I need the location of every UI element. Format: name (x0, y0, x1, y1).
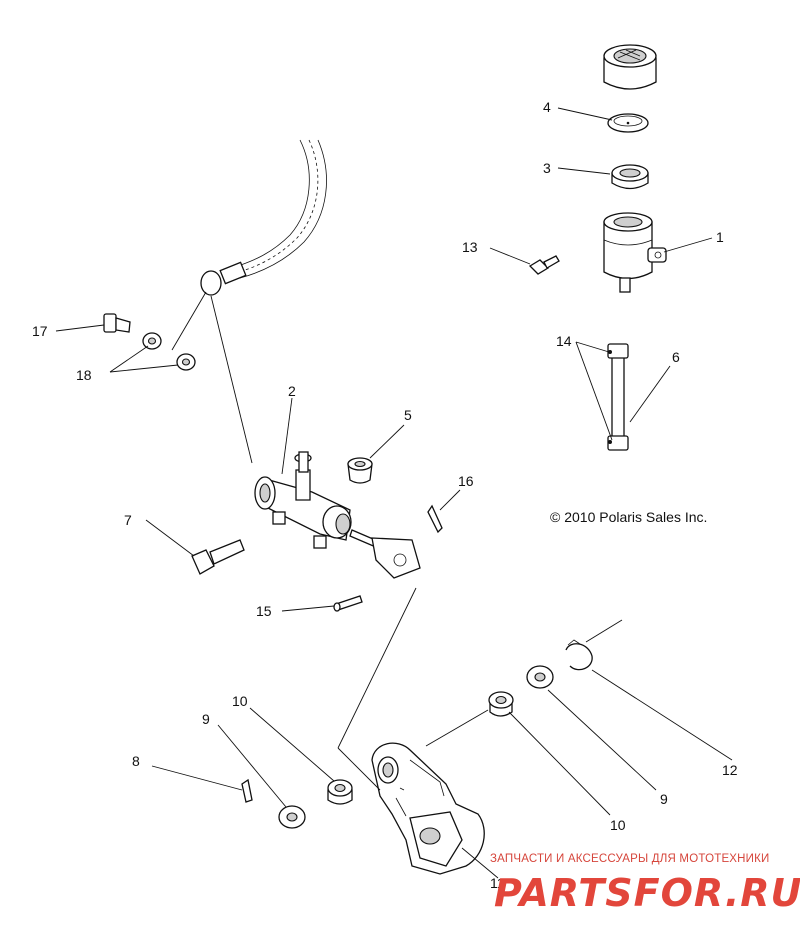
snap-ring-part-12 (565, 639, 593, 671)
watermark: ЗАПЧАСТИ И АКСЕССУАРЫ ДЛЯ МОТОТЕХНИКИ PA… (490, 853, 800, 915)
callout-4: 4 (543, 99, 551, 115)
callout-12: 12 (722, 762, 738, 778)
callout-9-right: 9 (660, 791, 668, 807)
brake-hose (200, 139, 327, 296)
callout-13: 13 (462, 239, 478, 255)
callout-10-left: 10 (232, 693, 248, 709)
pin-part-15 (333, 595, 363, 612)
callout-10-right: 10 (610, 817, 626, 833)
callout-1: 1 (716, 229, 724, 245)
reservoir-part-1 (603, 212, 667, 293)
callout-7: 7 (124, 512, 132, 528)
cotter-pin-part-16 (427, 504, 443, 534)
bolt-part-17 (103, 313, 131, 333)
watermark-brand: PARTSFOR.RU (494, 871, 800, 915)
bolt-part-7 (191, 539, 245, 575)
cotter-pin-part-8 (241, 778, 253, 803)
bushing-part-10-right (488, 691, 514, 717)
washers-part-18 (142, 332, 196, 371)
callout-14: 14 (556, 333, 572, 349)
diaphragm-part-4 (607, 113, 649, 133)
seal-part-3 (611, 164, 649, 190)
callout-9-left: 9 (202, 711, 210, 727)
callout-3: 3 (543, 160, 551, 176)
bolt-part-13 (528, 255, 560, 275)
callout-11: 11 (490, 875, 505, 891)
callout-17: 17 (32, 323, 48, 339)
copyright-text: © 2010 Polaris Sales Inc. (550, 509, 707, 525)
watermark-subtitle: ЗАПЧАСТИ И АКСЕССУАРЫ ДЛЯ МОТОТЕХНИКИ (490, 853, 770, 865)
washer-part-9-left (278, 805, 306, 829)
leader-lines (55, 107, 733, 879)
callout-18: 18 (76, 367, 92, 383)
pedal-bracket-part-11 (371, 742, 485, 875)
rod-part-6 (607, 343, 629, 451)
callout-6: 6 (672, 349, 680, 365)
callout-5: 5 (404, 407, 412, 423)
callout-8: 8 (132, 753, 140, 769)
callout-2: 2 (288, 383, 296, 399)
washer-part-9-right (526, 665, 554, 689)
reservoir-cap (603, 44, 657, 90)
bushing-part-5 (347, 457, 373, 484)
master-cylinder-part-2 (254, 451, 421, 579)
callout-15: 15 (256, 603, 272, 619)
bushing-part-10-left (327, 779, 353, 805)
callout-16: 16 (458, 473, 474, 489)
callout-labels: 1 2 3 4 5 6 7 8 9 9 10 10 11 12 13 14 15… (32, 99, 738, 891)
